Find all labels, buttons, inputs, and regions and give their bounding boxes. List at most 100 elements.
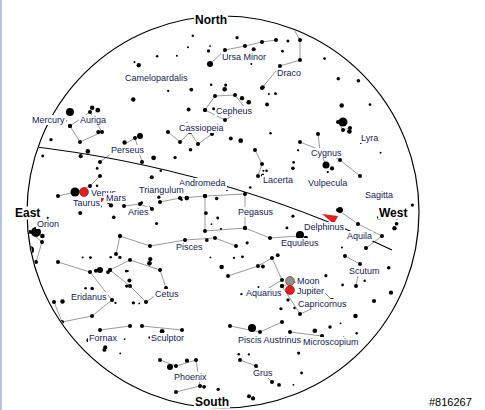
star bbox=[364, 246, 368, 250]
star bbox=[249, 186, 252, 189]
star bbox=[148, 244, 152, 248]
star bbox=[187, 46, 189, 48]
star bbox=[56, 194, 60, 198]
constellation-line bbox=[245, 228, 298, 238]
star bbox=[340, 322, 342, 324]
star bbox=[380, 234, 384, 238]
star bbox=[203, 194, 207, 198]
star bbox=[224, 84, 227, 87]
sky-label: Mars bbox=[105, 193, 127, 203]
star bbox=[78, 211, 82, 215]
star bbox=[194, 358, 198, 362]
compass-label: West bbox=[378, 207, 408, 220]
star bbox=[34, 260, 38, 264]
star bbox=[151, 155, 156, 160]
star bbox=[203, 108, 207, 112]
star bbox=[210, 84, 213, 87]
sky-label: Mercury bbox=[31, 115, 66, 125]
star bbox=[128, 284, 132, 288]
sky-label: Capricornus bbox=[297, 299, 348, 309]
star bbox=[100, 130, 104, 134]
star bbox=[280, 320, 284, 324]
star bbox=[118, 234, 122, 238]
star bbox=[223, 118, 227, 122]
star bbox=[189, 88, 193, 92]
star bbox=[167, 364, 173, 370]
star bbox=[109, 256, 111, 258]
star bbox=[248, 353, 250, 355]
star bbox=[258, 330, 262, 334]
star bbox=[278, 18, 282, 22]
star bbox=[144, 300, 148, 304]
star bbox=[357, 79, 361, 83]
star bbox=[290, 24, 294, 28]
star bbox=[158, 268, 162, 272]
star bbox=[298, 140, 302, 144]
star bbox=[198, 384, 202, 388]
star bbox=[339, 118, 348, 127]
sky-label: Pegasus bbox=[237, 207, 274, 217]
planet-marker bbox=[286, 286, 295, 295]
star bbox=[268, 236, 272, 240]
star bbox=[265, 103, 269, 107]
star bbox=[112, 215, 116, 219]
star bbox=[96, 167, 99, 170]
star bbox=[277, 383, 281, 387]
star bbox=[328, 325, 331, 328]
star bbox=[241, 255, 244, 258]
constellation-line bbox=[230, 322, 282, 332]
planet-marker bbox=[286, 277, 295, 286]
star bbox=[281, 50, 284, 53]
star bbox=[137, 133, 143, 139]
constellation-line bbox=[228, 258, 282, 292]
star bbox=[68, 124, 72, 128]
star bbox=[125, 284, 128, 287]
compass-label: North bbox=[194, 14, 228, 27]
star bbox=[323, 57, 326, 60]
star bbox=[369, 103, 372, 106]
star bbox=[243, 226, 247, 230]
star bbox=[94, 269, 98, 273]
star bbox=[119, 353, 121, 355]
star bbox=[122, 204, 126, 208]
star bbox=[118, 234, 122, 238]
star bbox=[203, 108, 207, 112]
star bbox=[251, 396, 255, 400]
star bbox=[40, 234, 45, 239]
star bbox=[298, 38, 302, 42]
star bbox=[68, 124, 72, 128]
star bbox=[219, 265, 224, 270]
sky-label: Andromeda bbox=[178, 178, 227, 188]
star bbox=[380, 152, 382, 154]
sky-label: Fornax bbox=[88, 333, 118, 343]
star bbox=[166, 130, 170, 134]
star bbox=[192, 34, 194, 36]
constellation-line bbox=[116, 236, 120, 254]
star bbox=[248, 324, 256, 332]
star bbox=[279, 307, 282, 310]
star bbox=[118, 256, 121, 259]
star bbox=[341, 247, 343, 249]
sky-label: Camelopardalis bbox=[124, 73, 189, 83]
star bbox=[274, 92, 277, 95]
star bbox=[339, 103, 343, 107]
star bbox=[356, 222, 360, 226]
star bbox=[49, 138, 52, 141]
star bbox=[300, 372, 303, 375]
star bbox=[158, 200, 162, 204]
star bbox=[147, 261, 152, 266]
star bbox=[324, 274, 327, 277]
star bbox=[220, 228, 222, 230]
star bbox=[204, 211, 208, 215]
star bbox=[238, 358, 242, 362]
star bbox=[234, 244, 238, 248]
star bbox=[252, 47, 256, 51]
star bbox=[211, 223, 213, 225]
ecliptic-line bbox=[28, 146, 392, 250]
star bbox=[148, 257, 152, 261]
sky-label: Cygnus bbox=[310, 148, 343, 158]
star bbox=[90, 287, 94, 291]
star bbox=[238, 138, 243, 143]
star bbox=[184, 196, 189, 201]
star bbox=[124, 338, 126, 340]
